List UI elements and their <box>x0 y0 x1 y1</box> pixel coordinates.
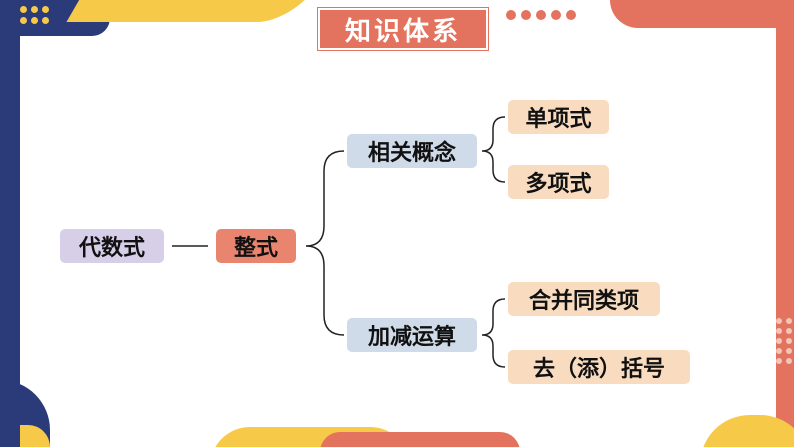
coral-bottom-shape <box>320 432 520 447</box>
coral-right-bar <box>776 0 794 447</box>
yellow-dots-decoration <box>20 6 49 24</box>
node-category-operations: 加减运算 <box>347 318 477 352</box>
node-leaf-monomial: 单项式 <box>508 100 609 134</box>
yellow-bottom-left-shape <box>20 425 50 447</box>
coral-top-right-shape <box>610 0 794 28</box>
coral-dots-decoration <box>506 10 576 20</box>
category2-brace <box>481 298 506 368</box>
node-main: 整式 <box>216 229 296 263</box>
node-category-concepts: 相关概念 <box>347 134 477 168</box>
pink-dots-decoration <box>776 318 792 364</box>
node-root: 代数式 <box>60 229 164 263</box>
node-leaf-combine-like-terms: 合并同类项 <box>508 282 660 316</box>
node-leaf-polynomial: 多项式 <box>508 165 609 199</box>
slide-title: 知识体系 <box>317 7 489 51</box>
main-brace <box>305 150 345 336</box>
node-leaf-brackets: 去（添）括号 <box>508 350 690 384</box>
category1-brace <box>481 116 506 183</box>
navy-left-bar <box>0 0 20 447</box>
